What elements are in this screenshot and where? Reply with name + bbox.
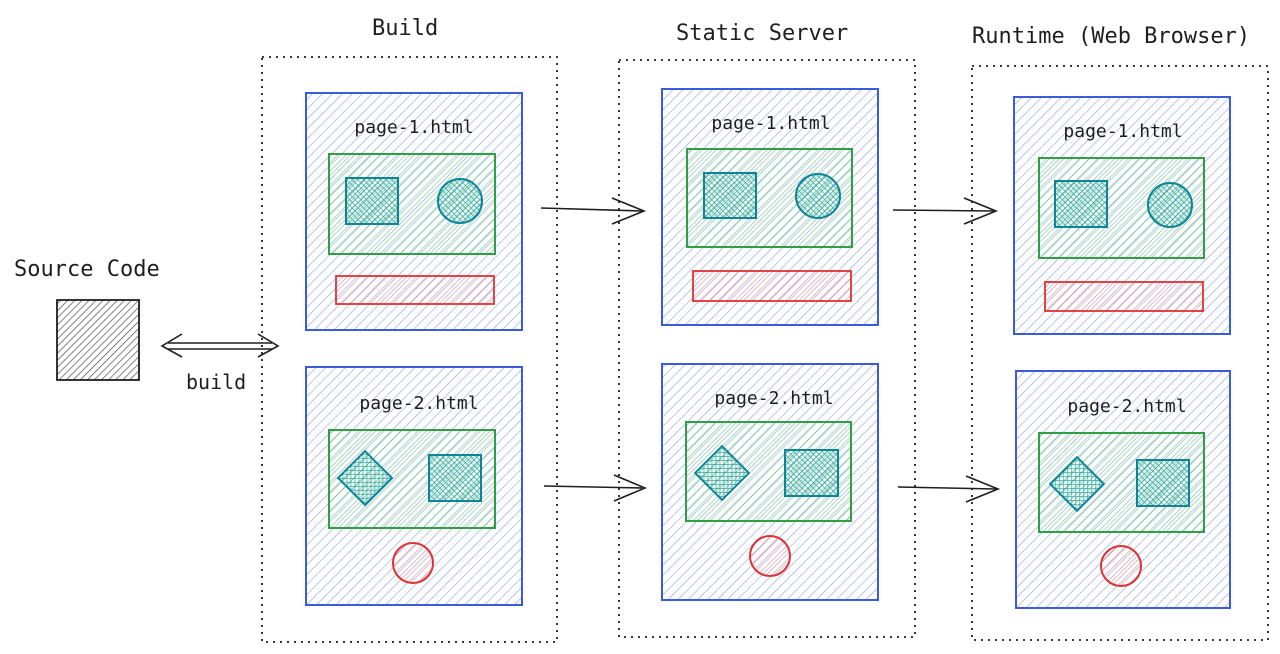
page-card-build-page-1: page-1.html [305,92,523,331]
stage-title-runtime: Runtime (Web Browser) [972,24,1250,49]
page-card-runtime-page-2: page-2.html [1015,370,1231,609]
arrow-server-to-runtime-page-1 [892,197,999,225]
stage-title-static-server: Static Server [676,21,848,46]
stage-title-build: Build [372,16,438,41]
page-label: page-2.html [714,388,833,409]
square-shape [784,449,839,497]
source-code-box [56,299,140,381]
page-label: page-1.html [354,117,473,138]
diamond-shape [693,444,751,502]
diamond-shape [336,449,394,507]
square-shape [703,172,757,219]
page-label: page-1.html [711,113,830,134]
page-card-server-page-1: page-1.html [661,88,879,326]
square-shape [428,454,482,502]
circle-shape-accent [392,542,434,584]
square-shape [1136,459,1190,507]
diamond-shape [1048,455,1106,513]
arrow-build-to-server-page-1 [540,197,647,225]
page-label: page-2.html [1067,396,1186,417]
build-double-arrow [160,333,280,358]
circle-shape [795,173,841,219]
page-card-runtime-page-1: page-1.html [1013,96,1231,335]
bar-shape [1044,281,1204,312]
page-label: page-2.html [359,393,478,414]
page-card-build-page-2: page-2.html [305,366,523,606]
source-code-label: Source Code [14,257,160,282]
stage-container-static-server [618,59,916,638]
page-label: page-1.html [1063,121,1182,142]
build-arrow-label: build [186,370,246,394]
square-shape [1054,180,1108,228]
circle-shape [1147,182,1193,228]
circle-shape-accent [749,535,791,577]
bar-shape [335,275,495,305]
arrow-server-to-runtime-page-2 [897,475,1001,503]
circle-shape [437,178,483,224]
stage-container-runtime [971,65,1269,641]
arrow-build-to-server-page-2 [543,474,648,502]
bar-shape [692,270,852,302]
square-shape [345,177,399,225]
page-card-server-page-2: page-2.html [661,363,879,601]
circle-shape-accent [1100,545,1142,587]
stage-container-build [261,56,558,643]
